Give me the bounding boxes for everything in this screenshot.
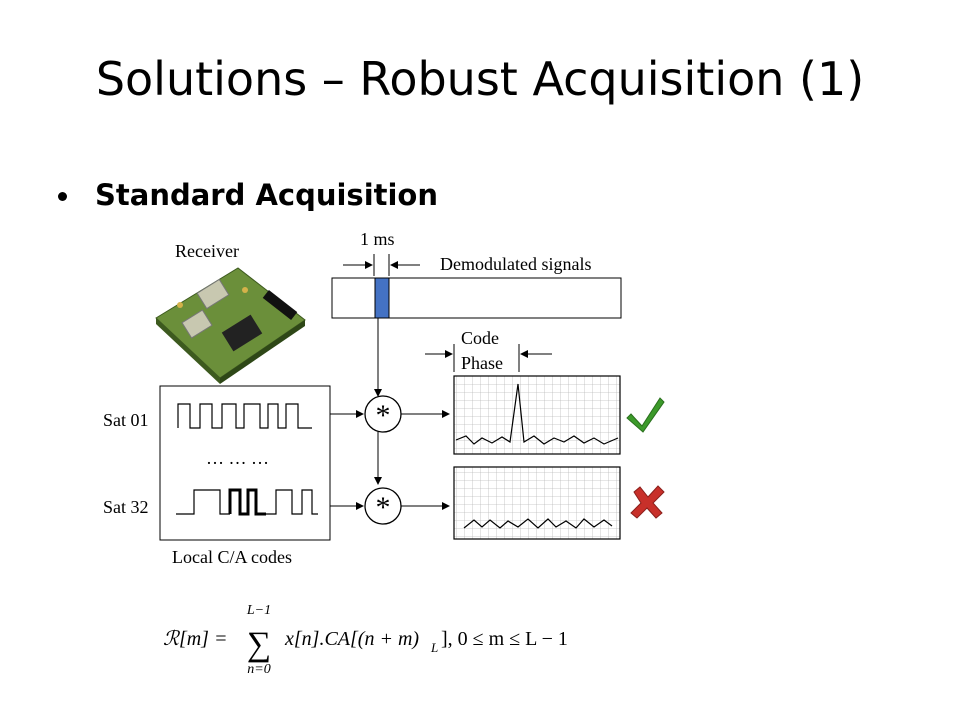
phase-label: Phase: [461, 353, 503, 373]
correlation-trace-peak: [455, 383, 619, 445]
receiver-label: Receiver: [175, 241, 239, 261]
sum-symbol-icon: ∑: [247, 626, 271, 663]
correlation-plot-sat01: [453, 375, 621, 455]
duration-label: 1 ms: [360, 229, 395, 249]
sat-32-code-waveform-tail: [266, 489, 318, 515]
check-icon: [626, 397, 665, 433]
correlation-trace-noise: [463, 518, 613, 529]
correlator-1-symbol: *: [376, 399, 391, 432]
sat-01-code-waveform: [177, 403, 312, 429]
formula-lhs: ℛ[m] =: [163, 628, 227, 650]
sat-32-code-waveform-thin: [176, 489, 230, 515]
correlator-2-symbol: *: [376, 491, 391, 524]
cross-icon: [630, 485, 665, 519]
formula-sum-upper: L−1: [246, 603, 271, 618]
formula-rhs-a: x[n].CA[(n + m): [284, 628, 419, 650]
signal-block: [374, 277, 390, 319]
sat-32-code-waveform-bold: [228, 488, 266, 516]
correlation-plot-sat32: [453, 466, 621, 540]
demodulated-signals-label: Demodulated signals: [440, 254, 591, 274]
bullet-text: Standard Acquisition: [95, 178, 439, 212]
formula-subscript: L: [430, 640, 438, 655]
formula-rhs-b: ], 0 ≤ m ≤ L − 1: [441, 628, 568, 650]
code-label: Code: [461, 328, 499, 348]
correlation-formula: ℛ[m] = L−1 ∑ n=0 x[n].CA[(n + m) L ], 0 …: [163, 603, 568, 677]
receiver-board-icon: [155, 267, 306, 384]
formula-sum-lower: n=0: [247, 662, 270, 677]
sat-32-label: Sat 32: [103, 497, 149, 517]
ellipsis-label: … … …: [206, 448, 269, 468]
bullet-dot: [58, 192, 67, 201]
slide-title: Solutions – Robust Acquisition (1): [95, 52, 865, 106]
local-codes-label: Local C/A codes: [172, 547, 292, 567]
sat-01-label: Sat 01: [103, 410, 149, 430]
